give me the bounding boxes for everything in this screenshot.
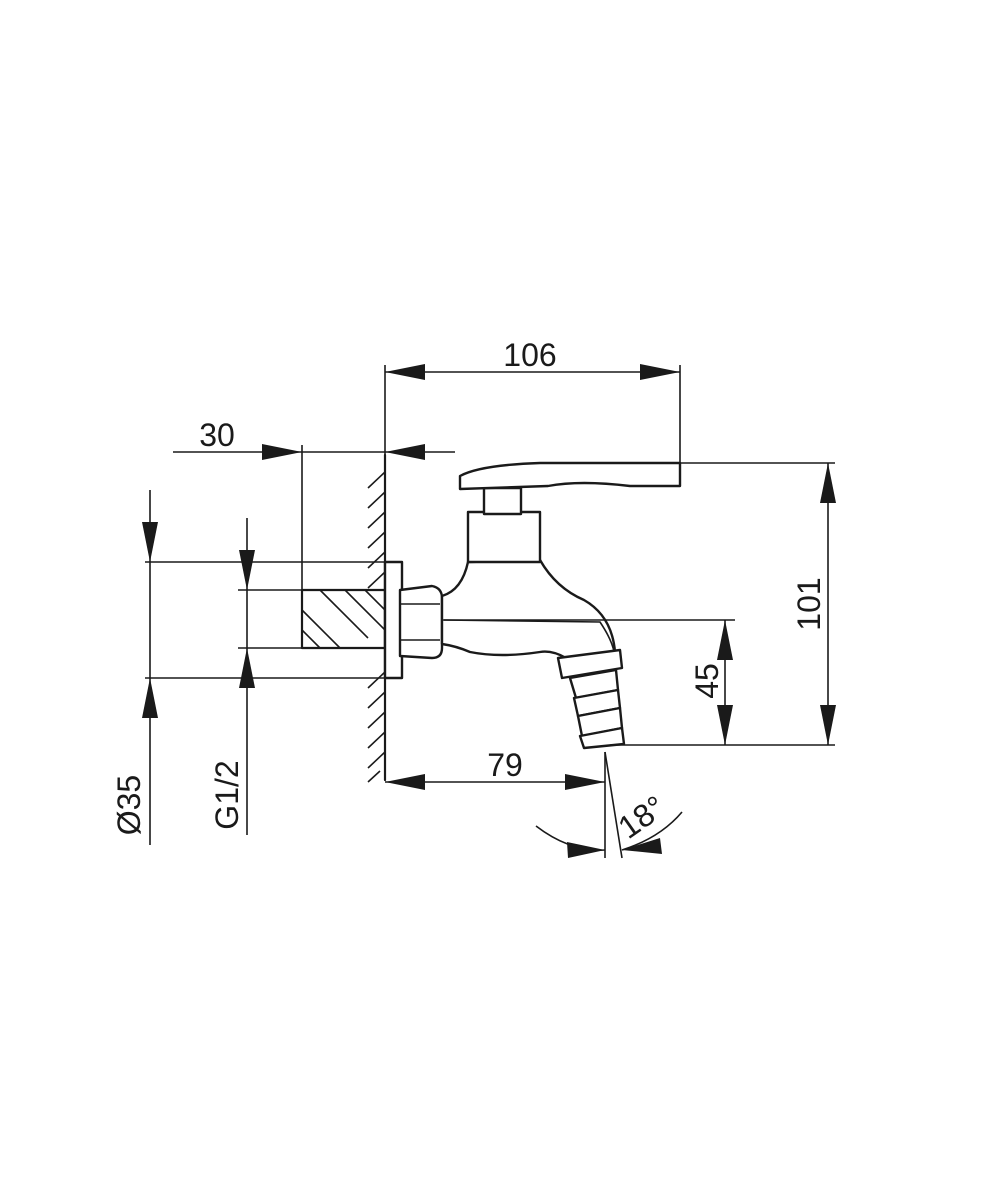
dim-spout-reach: 79 xyxy=(385,747,605,790)
wall-hatching xyxy=(367,471,386,783)
dim-spout-height-label: 45 xyxy=(689,663,725,699)
dim-overall-length: 106 xyxy=(385,337,680,380)
dim-spout-height: 45 xyxy=(689,620,733,745)
faucet-body xyxy=(440,558,617,660)
dim-height: 101 xyxy=(791,463,836,745)
dim-thread-label: G1/2 xyxy=(209,760,245,829)
dim-overall-length-label: 106 xyxy=(503,337,556,373)
spout-centerline xyxy=(441,619,615,653)
valve-stem xyxy=(482,486,523,516)
extension-lines xyxy=(145,365,835,858)
wall xyxy=(367,453,387,783)
dim-flange-diameter-label: Ø35 xyxy=(111,775,147,835)
dim-flange-diameter: Ø35 xyxy=(111,490,158,845)
dim-spout-reach-label: 79 xyxy=(487,747,523,783)
dim-wall-offset-label: 30 xyxy=(199,417,235,453)
dim-thread: G1/2 xyxy=(209,518,255,835)
dim-spout-angle: 18° xyxy=(535,751,683,859)
dim-wall-offset: 30 xyxy=(173,417,455,460)
valve-bonnet xyxy=(466,510,542,564)
dim-spout-angle-label: 18° xyxy=(612,788,672,845)
lever-handle xyxy=(458,461,682,491)
dim-height-label: 101 xyxy=(791,577,827,630)
outlet-nozzle xyxy=(556,648,626,750)
threaded-inlet xyxy=(300,588,387,650)
hex-nut xyxy=(398,584,444,660)
